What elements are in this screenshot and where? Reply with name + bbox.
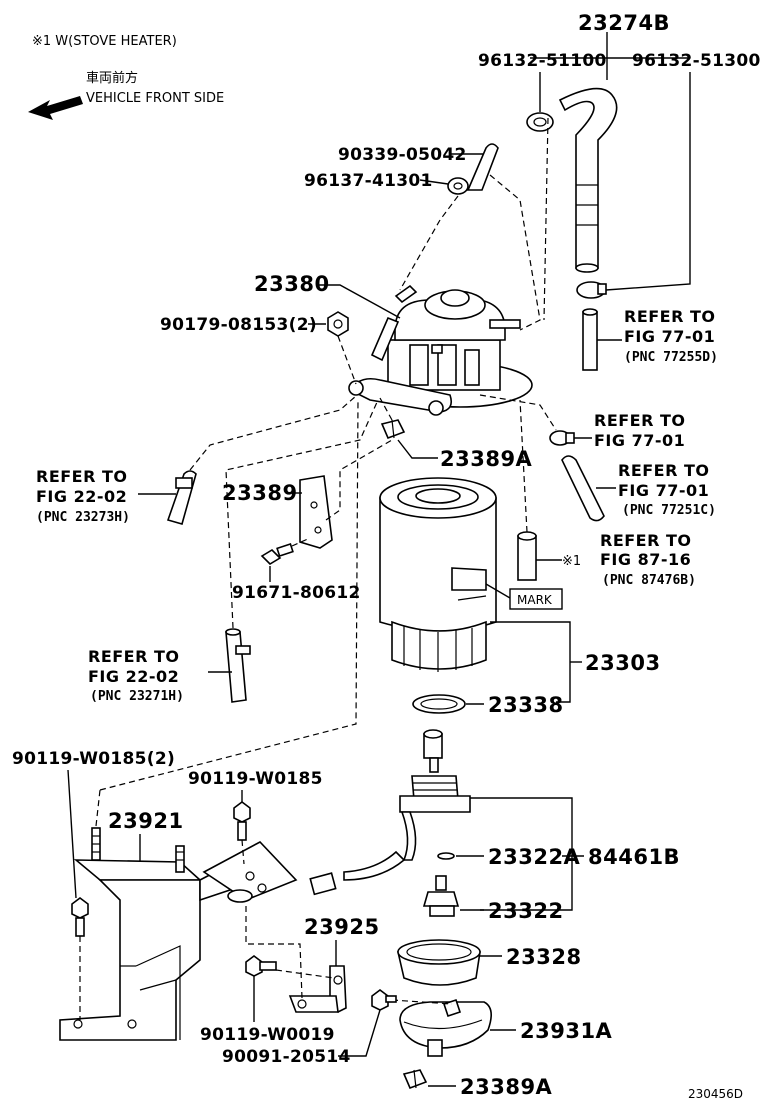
label-23925: 23925: [304, 915, 380, 939]
label-91671-80612: 91671-80612: [232, 583, 361, 603]
label-23380: 23380: [254, 272, 330, 296]
sensor-84461B: [309, 729, 471, 896]
direction-en-label: VEHICLE FRONT SIDE: [86, 91, 224, 106]
ref-77-01-a-line2: FIG 77-01: [624, 327, 715, 346]
bracket-23921: [59, 827, 298, 1041]
label-23389A-top: 23389A: [440, 447, 533, 471]
clamp-96132-51100: [526, 112, 554, 132]
diagram-id: 230456D: [688, 1087, 743, 1101]
ref-87-16-pnc: (PNC 87476B): [602, 573, 696, 588]
label-23274B: 23274B: [578, 11, 670, 35]
label-96137-41301: 96137-41301: [304, 171, 433, 191]
label-23338: 23338: [488, 693, 564, 717]
clamp-band-23931A: [399, 998, 492, 1057]
o-ring-23338: [412, 694, 466, 714]
ref-22-02-b-line1: REFER TO: [88, 647, 180, 666]
filter-cup-23328: [396, 939, 481, 986]
clamp-77-01-b: [549, 430, 575, 446]
label-96132-51100: 96132-51100: [478, 51, 607, 71]
label-90091-20514: 90091-20514: [222, 1047, 351, 1067]
mark-label: MARK: [517, 593, 553, 607]
label-90179-08153: 90179-08153(2): [160, 315, 317, 335]
bolt-90119-W0185-pair: [71, 897, 89, 937]
bolt-91671-80612: [260, 543, 294, 566]
ref-22-02-b-line2: FIG 22-02: [88, 667, 179, 686]
ref-87-16-line2: FIG 87-16: [600, 550, 691, 569]
ref-77-01-c-line1: REFER TO: [618, 461, 710, 480]
nut-90179-08153: [327, 311, 349, 337]
hose-87476B: [517, 531, 537, 581]
bracket-23389: [299, 475, 333, 549]
bracket-23925: [288, 965, 347, 1013]
clip-96137-41301: [447, 177, 469, 195]
clamp-96132-51300: [576, 281, 607, 299]
label-23322: 23322: [488, 899, 564, 923]
hose-23273H: [166, 470, 197, 525]
ref-77-01-a-line1: REFER TO: [624, 307, 716, 326]
ref-22-02-a-line1: REFER TO: [36, 467, 128, 486]
direction-jp-label: 車両前方: [86, 70, 138, 86]
ref-77-01-b-line2: FIG 77-01: [594, 431, 685, 450]
clamp-23389A-top: [380, 419, 406, 440]
label-23322A: 23322A: [488, 845, 581, 869]
ref-77-01-b-line1: REFER TO: [594, 411, 686, 430]
vehicle-front-arrow-icon: [28, 96, 83, 120]
label-23303: 23303: [585, 651, 661, 675]
label-90119-W0019: 90119-W0019: [200, 1025, 335, 1045]
label-84461B: 84461B: [588, 845, 680, 869]
label-23389A-bottom: 23389A: [460, 1075, 553, 1099]
ref-77-01-c-pnc: (PNC 77251C): [622, 503, 716, 518]
ref-22-02-a-pnc: (PNC 23273H): [36, 510, 130, 525]
drain-plug-23322: [422, 875, 460, 917]
stove-heater-note: ※1 W(STOVE HEATER): [32, 34, 177, 49]
hose-90339-05042: [466, 143, 499, 191]
ref-77-01-a-pnc: (PNC 77255D): [624, 350, 718, 365]
label-23328: 23328: [506, 945, 582, 969]
clamp-23389A-bottom: [402, 1069, 428, 1090]
ref-22-02-b-pnc: (PNC 23271H): [90, 689, 184, 704]
label-23921: 23921: [108, 809, 184, 833]
ref-77-01-c-line2: FIG 77-01: [618, 481, 709, 500]
pipe-77255D: [582, 308, 598, 371]
label-90339-05042: 90339-05042: [338, 145, 467, 165]
fuel-filter-23303: [379, 477, 497, 672]
star1-marker: ※1: [562, 554, 581, 569]
hose-23274B: [558, 87, 618, 273]
label-90119-W0185: 90119-W0185: [188, 769, 323, 789]
screw-90091-20514: [371, 989, 397, 1011]
ref-87-16-line1: REFER TO: [600, 531, 692, 550]
filter-head-23380: [348, 284, 533, 416]
o-ring-23322A: [437, 852, 455, 860]
label-96132-51300: 96132-51300: [632, 51, 760, 71]
ref-22-02-a-line2: FIG 22-02: [36, 487, 127, 506]
label-23389: 23389: [222, 481, 298, 505]
mark-callout-box: [509, 588, 563, 610]
label-90119-W0185-2: 90119-W0185(2): [12, 749, 175, 769]
label-23931A: 23931A: [520, 1019, 613, 1043]
hose-23271H: [225, 628, 251, 703]
hose-77251C: [561, 455, 605, 522]
bolt-90119-W0185: [233, 801, 251, 841]
bolt-90119-W0019: [245, 955, 277, 977]
